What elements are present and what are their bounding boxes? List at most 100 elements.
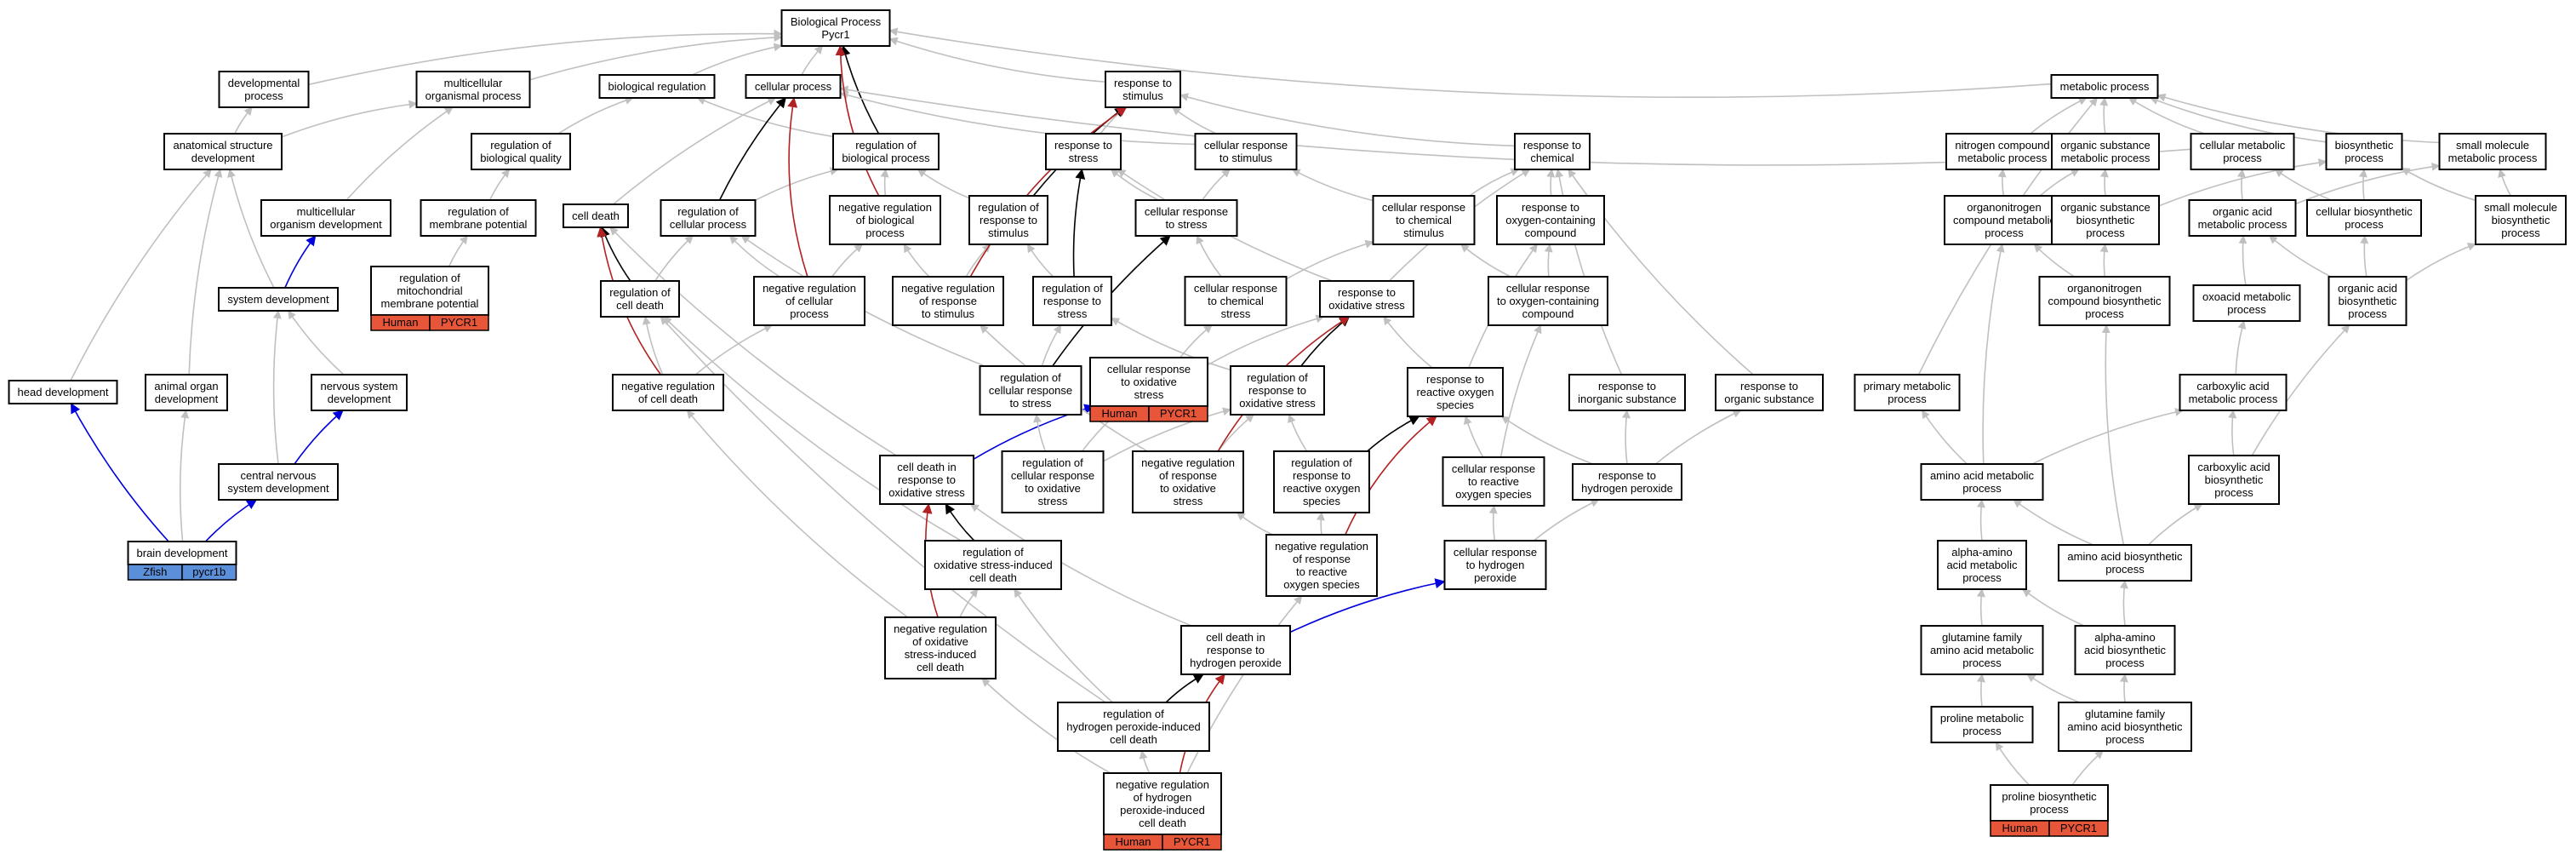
edge-smallmolbio-to-biosyn — [2401, 167, 2476, 202]
node-label-line: regulation of — [1022, 456, 1083, 469]
edge-braindev-to-animalorgan — [179, 410, 190, 542]
node-box — [1045, 133, 1122, 170]
edge-orgsub-to-metab — [2099, 97, 2109, 135]
node-sysdev[interactable]: system development — [218, 287, 339, 312]
node-cellproc[interactable]: cellular process — [745, 74, 842, 99]
edge-aametab-to-orgnitrometab — [1982, 244, 2005, 465]
node-label-line: cellular response — [1194, 282, 1277, 295]
node-label-line: cellular response — [1454, 546, 1537, 559]
node-label-line: of response — [1159, 469, 1217, 482]
node-metab[interactable]: metabolic process — [2050, 74, 2159, 99]
node-label-line: negative regulation — [1116, 778, 1209, 791]
node-box — [892, 276, 1004, 326]
node-headdev[interactable]: head development — [8, 380, 118, 404]
edge-cellrespstress-to-cellrespstim — [1202, 169, 1231, 201]
edge-prolinebio-to-prolinemet — [1995, 742, 2031, 786]
node-box — [1132, 450, 1244, 513]
edge-cellmet-to-metab — [2128, 97, 2205, 135]
node-box — [1568, 374, 1686, 411]
gene-tag: PYCR1 — [1174, 835, 1210, 848]
node-box — [968, 195, 1048, 245]
node-label-line: head development — [18, 386, 109, 398]
node-celldeath[interactable]: cell death — [563, 203, 629, 228]
node-label-line: regulation of — [1000, 371, 1061, 384]
node-bioreg[interactable]: biological regulation — [598, 74, 716, 99]
